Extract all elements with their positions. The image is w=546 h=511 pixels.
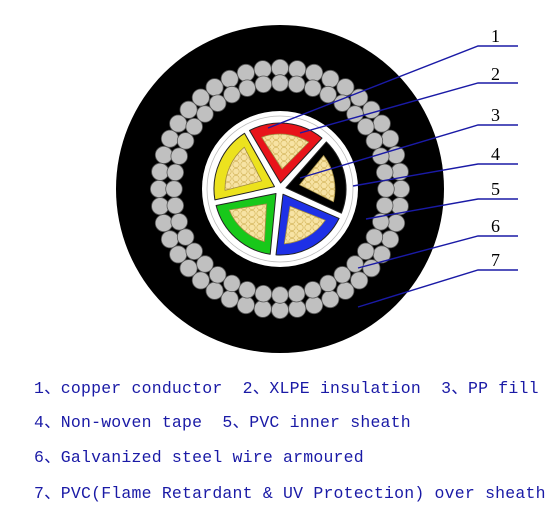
- legend-line-3: 6、Galvanized steel wire armoured: [34, 448, 364, 467]
- armour-wire: [357, 117, 375, 136]
- copper-conductor-4: [228, 203, 267, 243]
- armour-wire: [254, 75, 273, 94]
- armour-wire: [151, 197, 170, 216]
- armour-wire: [191, 271, 210, 290]
- callout-6: 6: [491, 216, 500, 236]
- armour-wire: [223, 85, 241, 104]
- armour-wire: [287, 75, 306, 94]
- armour-wire: [336, 281, 355, 300]
- armour-wire: [196, 105, 214, 123]
- armour-wire: [357, 242, 375, 261]
- legend-line-2: 4、Non-woven tape 5、PVC inner sheath: [34, 413, 411, 432]
- callout-3: 3: [491, 105, 500, 125]
- armour-wire: [208, 94, 227, 112]
- armour-wire: [166, 196, 185, 215]
- armour-wire: [191, 88, 210, 107]
- armour-wire: [179, 100, 198, 119]
- callout-2: 2: [491, 64, 500, 84]
- armour-wire: [253, 299, 272, 318]
- armour-wire: [176, 228, 195, 246]
- armour-wire: [154, 214, 173, 233]
- armour-wire: [236, 63, 255, 82]
- armour-wire: [270, 300, 289, 319]
- callout-7: 7: [491, 250, 500, 270]
- armour-wire: [160, 129, 179, 148]
- copper-conductor-3: [283, 205, 326, 245]
- armour-wire: [208, 266, 227, 284]
- armour-wire: [238, 281, 256, 299]
- armour-wire: [391, 179, 410, 198]
- insulated-cores: [213, 122, 347, 256]
- copper-conductor-5: [224, 146, 263, 191]
- armour-wire: [350, 88, 369, 107]
- armour-wire: [165, 180, 183, 198]
- leader-1: [267, 45, 518, 129]
- armour-wire: [170, 213, 188, 231]
- armour-wire: [305, 63, 324, 82]
- armour-wire: [376, 196, 394, 215]
- tape-outline: [206, 115, 354, 263]
- armour-wire: [372, 114, 391, 133]
- callout-5: 5: [491, 179, 500, 199]
- leader-6: [357, 235, 518, 269]
- armour-wire: [381, 230, 400, 249]
- armour-wire: [365, 132, 384, 150]
- copper-conductor-1: [261, 133, 310, 170]
- armour-wire: [185, 117, 203, 136]
- armour-wire: [179, 259, 198, 278]
- armour-wires-outer-layer: [149, 59, 410, 319]
- armour-wire: [271, 286, 289, 304]
- armour-wire: [223, 274, 241, 293]
- armour-wire: [288, 299, 307, 318]
- leader-3: [299, 124, 518, 179]
- armour-wire: [287, 285, 306, 303]
- legend-line-4: 7、PVC(Flame Retardant & UV Protection) o…: [34, 484, 546, 503]
- armour-wire: [220, 290, 239, 309]
- armour-wire: [304, 79, 322, 97]
- armour-wire: [365, 228, 384, 246]
- armour-wire: [333, 94, 352, 112]
- armour-wire: [196, 255, 214, 273]
- armour-wire: [304, 281, 322, 299]
- armour-wire: [166, 163, 185, 182]
- armour-wire: [220, 69, 239, 88]
- armour-wire: [185, 242, 203, 261]
- leader-4: [352, 163, 518, 187]
- leader-7: [357, 269, 518, 308]
- leader-2: [299, 82, 518, 134]
- armour-wire: [387, 214, 406, 233]
- armour-wire: [149, 179, 168, 198]
- armour-wire: [350, 271, 369, 290]
- armour-wire: [288, 60, 307, 79]
- armour-wire: [176, 132, 195, 150]
- armour-wire: [238, 79, 256, 97]
- armour-wire: [377, 180, 395, 198]
- armour-wire: [376, 163, 394, 182]
- cable-cross-section-diagram: 1 2 3 4 5 6 7: [116, 25, 518, 353]
- armour-wire: [319, 274, 337, 293]
- armour-wire: [154, 145, 173, 164]
- armour-wire: [170, 147, 188, 165]
- copper-conductor-2: [299, 155, 336, 203]
- legend-line-1: 1、copper conductor 2、XLPE insulation 3、P…: [34, 379, 539, 398]
- leader-5: [365, 198, 518, 220]
- armour-wire: [205, 78, 224, 97]
- armour-wire: [305, 296, 324, 315]
- armour-wire: [321, 69, 340, 88]
- armour-wire: [270, 59, 289, 78]
- armour-wire: [254, 285, 273, 303]
- callout-4: 4: [491, 144, 500, 164]
- armour-wire: [169, 245, 188, 264]
- armour-wire: [333, 266, 352, 284]
- armour-wire: [151, 162, 170, 181]
- armour-wire: [319, 85, 337, 104]
- callout-1: 1: [491, 26, 500, 46]
- armour-wire: [321, 290, 340, 309]
- armour-wire: [381, 129, 400, 148]
- armour-wire: [236, 296, 255, 315]
- leader-lines: [267, 45, 518, 308]
- armour-wire: [271, 74, 289, 92]
- armour-wire: [160, 230, 179, 249]
- armour-wire: [253, 60, 272, 79]
